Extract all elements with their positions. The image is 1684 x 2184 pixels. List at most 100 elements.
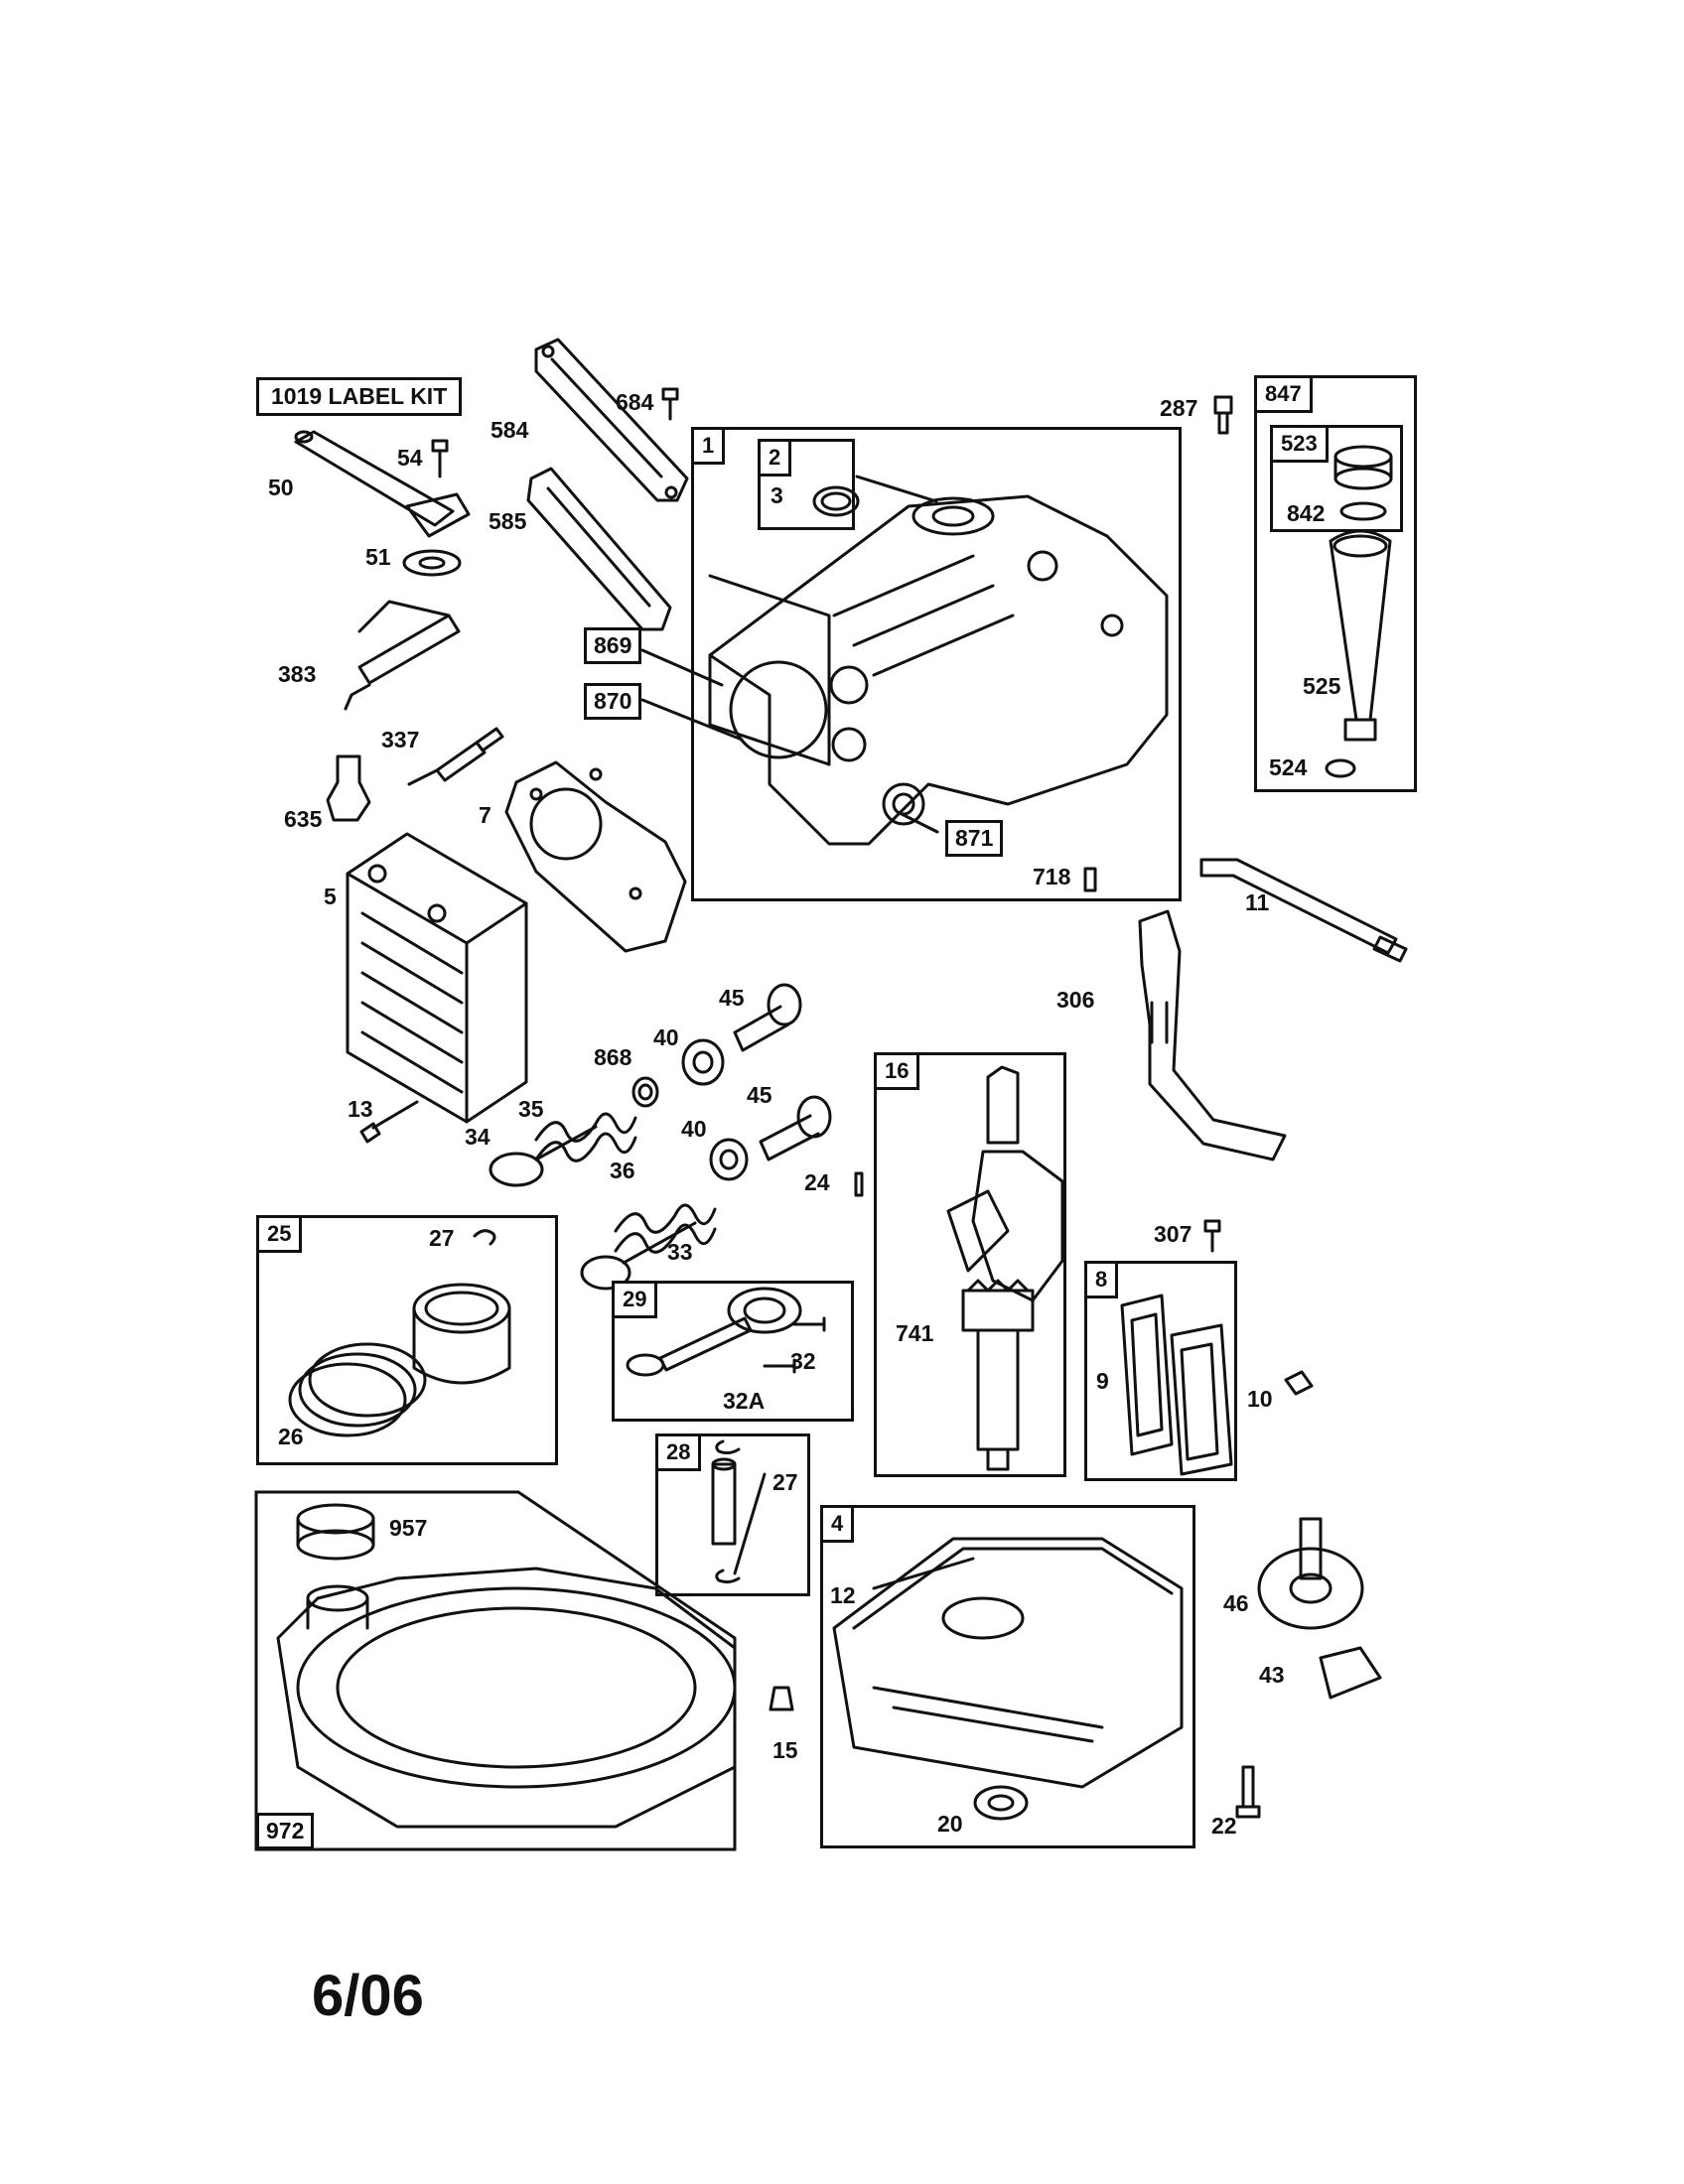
piston-rings-26-part: [288, 1342, 427, 1437]
leader-2-part: [855, 475, 938, 503]
group-frame-16: 16: [874, 1052, 1066, 1477]
group-frame-29: 29: [612, 1281, 854, 1422]
callout-741: 741: [896, 1320, 934, 1346]
oil-cap-957-part: [296, 1503, 375, 1561]
callout-524: 524: [1269, 754, 1308, 780]
spark-plug-337-part: [407, 727, 504, 786]
pin-24-part: [854, 1171, 864, 1197]
plug-10-part: [1284, 1370, 1314, 1396]
callout-32a: 32A: [723, 1388, 766, 1414]
group-tag-523: 523: [1270, 425, 1329, 463]
group-frame-25: 25: [256, 1215, 558, 1465]
callout-5: 5: [324, 884, 337, 909]
callout-40b: 40: [681, 1116, 707, 1142]
connecting-rod-29-part: [626, 1287, 802, 1377]
bolt-22-part: [1235, 1765, 1261, 1819]
piston-27a-clip-part: [473, 1229, 496, 1246]
seal-20-part: [973, 1785, 1029, 1821]
plug-15-part: [769, 1686, 794, 1711]
rod-bolt-32-part: [792, 1316, 826, 1332]
callout-43: 43: [1259, 1662, 1285, 1688]
callout-46: 46: [1223, 1590, 1249, 1616]
callout-32: 32: [790, 1348, 816, 1374]
callout-54: 54: [397, 445, 423, 471]
gasket-584-part: [534, 338, 689, 502]
valve-spring-36-part: [614, 1203, 717, 1254]
callout-11: 11: [1245, 889, 1270, 915]
group-tag-28: 28: [655, 1433, 702, 1471]
callout-584: 584: [491, 417, 529, 443]
governor-gear-46-part: [1257, 1517, 1364, 1630]
callout-45a: 45: [719, 985, 745, 1011]
seal-868-part: [632, 1076, 659, 1108]
valve-33-part: [580, 1221, 697, 1291]
callout-525: 525: [1303, 673, 1341, 699]
rod-bolt-32a-part: [763, 1358, 796, 1374]
callout-3: 3: [771, 482, 783, 508]
callout-35: 35: [518, 1096, 544, 1122]
group-frame-523: 523: [1270, 425, 1403, 532]
callout-box-870: 870: [584, 683, 642, 720]
callout-45b: 45: [747, 1082, 772, 1108]
callout-26: 26: [278, 1424, 304, 1449]
callout-36: 36: [610, 1158, 635, 1183]
governor-43-part: [1319, 1646, 1382, 1700]
group-frame-28: 28: [655, 1433, 810, 1596]
dipstick-cap-523-part: [1333, 445, 1393, 490]
bolt-13-part: [359, 1100, 419, 1144]
callout-307: 307: [1154, 1221, 1193, 1247]
retainer-40b-part: [709, 1138, 749, 1181]
callout-12: 12: [830, 1582, 856, 1608]
callout-20: 20: [937, 1811, 963, 1837]
callout-842: 842: [1287, 500, 1326, 526]
callout-15: 15: [772, 1737, 798, 1763]
callout-7: 7: [479, 802, 491, 828]
gasket-12-part: [872, 1557, 975, 1590]
breather-gasket-9-part: [1120, 1294, 1174, 1456]
callout-27b: 27: [772, 1469, 798, 1495]
callout-684: 684: [616, 389, 654, 415]
callout-24: 24: [804, 1169, 830, 1195]
gasket-51-part: [402, 549, 462, 577]
group-tag-2: 2: [758, 439, 792, 477]
callout-box-871: 871: [945, 820, 1004, 857]
callout-13: 13: [348, 1096, 373, 1122]
callout-box-869: 869: [584, 627, 642, 664]
sump-4-part: [832, 1537, 1184, 1789]
group-frame-8: 8: [1084, 1261, 1237, 1481]
valve-34-part: [489, 1125, 598, 1187]
date-code: 6/06: [312, 1964, 424, 2028]
tappet-45a-part: [733, 983, 802, 1052]
breather-287-part: [1213, 395, 1233, 435]
callout-33: 33: [667, 1239, 693, 1265]
callout-957: 957: [389, 1515, 428, 1541]
callout-287: 287: [1160, 395, 1198, 421]
callout-9: 9: [1096, 1368, 1109, 1394]
crankshaft-16-part: [946, 1065, 1064, 1471]
head-gasket-7-part: [504, 760, 687, 953]
dipstick-tube-525-part: [1329, 529, 1392, 742]
seal-3-part: [812, 485, 860, 517]
callout-22: 22: [1211, 1813, 1237, 1839]
callout-718: 718: [1033, 864, 1071, 889]
dipstick-tube-50-part: [294, 430, 471, 538]
callout-27a: 27: [429, 1225, 455, 1251]
callout-306: 306: [1056, 987, 1095, 1013]
group-tag-16: 16: [874, 1052, 920, 1090]
callout-10: 10: [1247, 1386, 1273, 1412]
tappet-45b-part: [759, 1095, 832, 1161]
plug-wire-383-part: [344, 600, 461, 711]
group-tag-1: 1: [691, 427, 726, 465]
group-tag-4: 4: [820, 1505, 855, 1543]
piston-part: [412, 1283, 511, 1385]
group-tag-8: 8: [1084, 1261, 1119, 1298]
group-tag-847: 847: [1254, 375, 1313, 413]
spark-plug-boot-635-part: [326, 754, 371, 822]
callout-50: 50: [268, 475, 294, 500]
group-frame-2: 2: [758, 439, 855, 530]
air-guide-306-part: [1138, 909, 1287, 1161]
breather-cover-part: [1170, 1323, 1233, 1476]
oring-842-part: [1339, 501, 1387, 521]
